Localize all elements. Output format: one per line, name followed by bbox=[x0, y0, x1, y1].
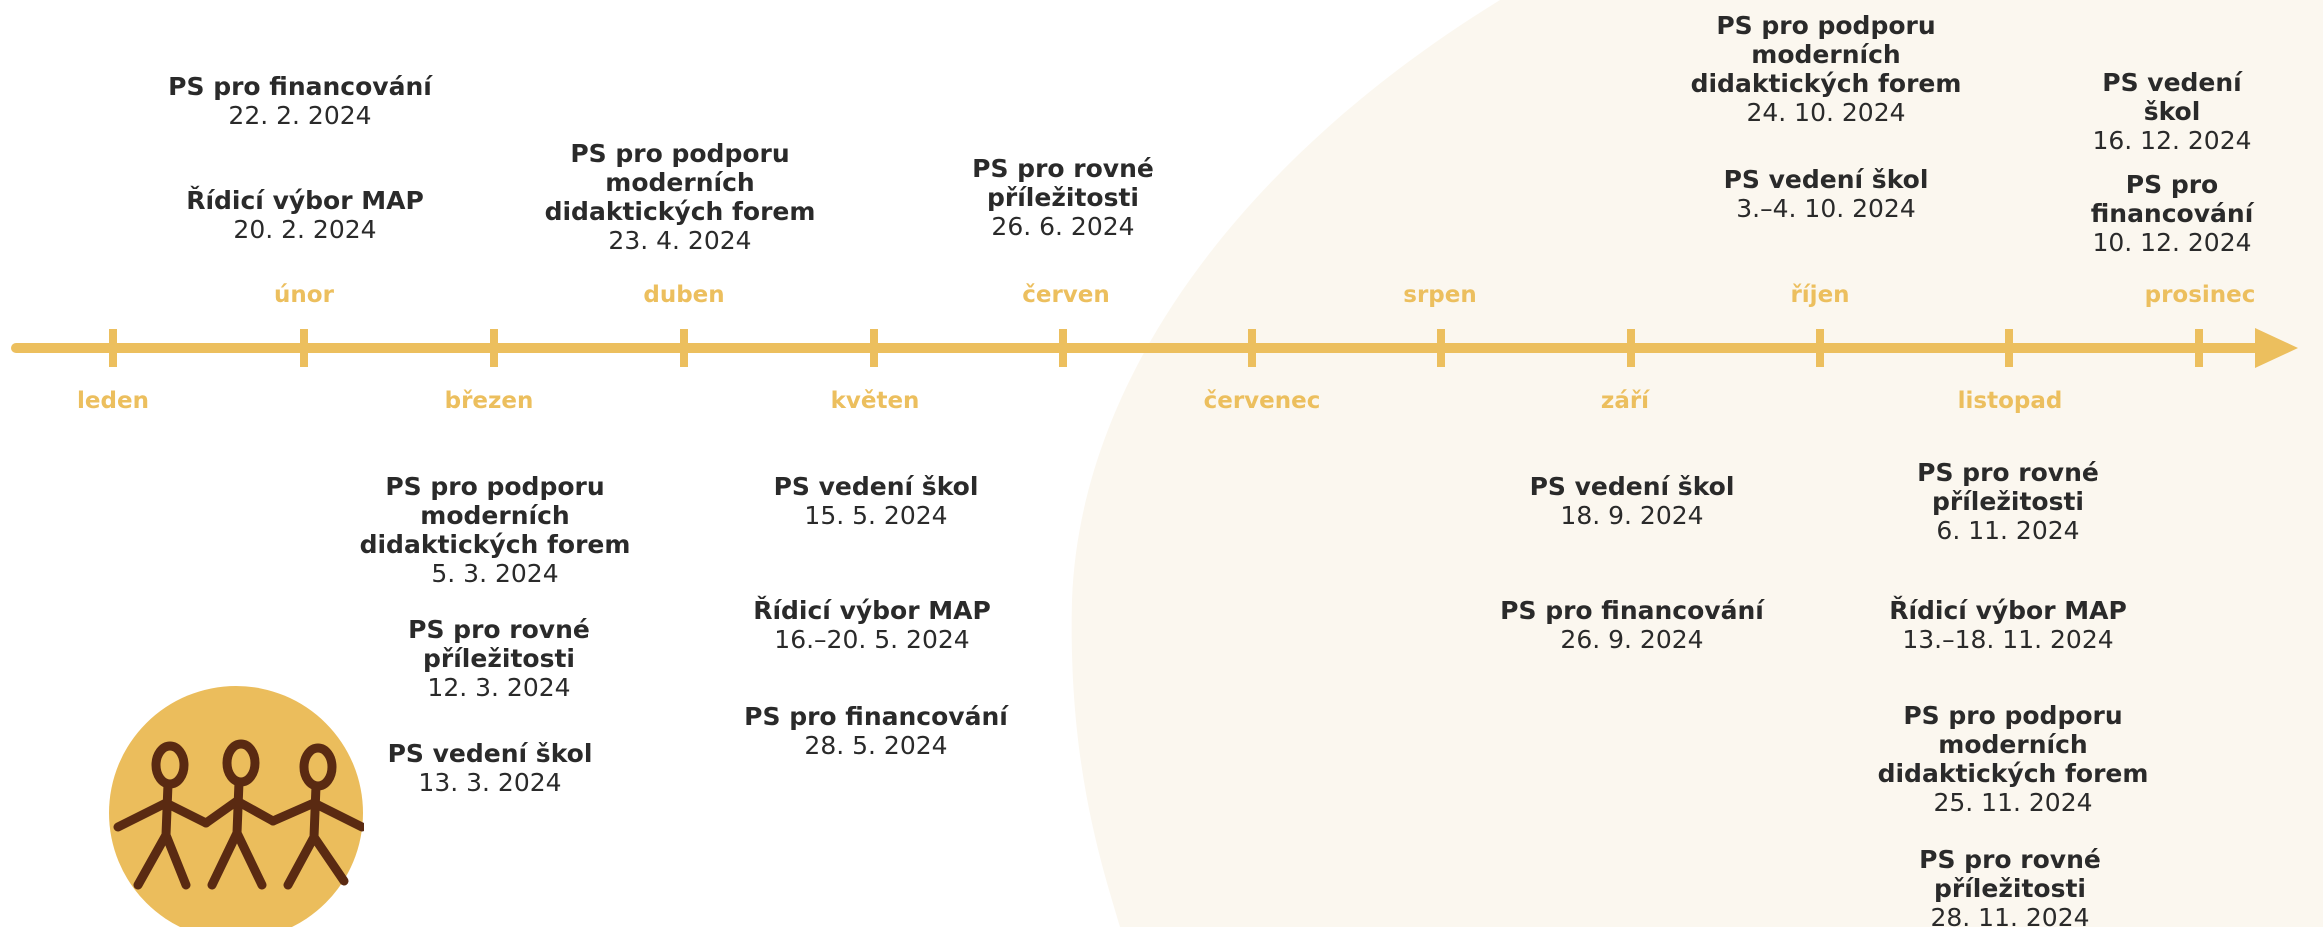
event-date: 10. 12. 2024 bbox=[2092, 228, 2252, 257]
event-above-6: PS vedení škol 3.–4. 10. 2024 bbox=[1724, 165, 1929, 223]
event-title: PS pro rovné příležitosti bbox=[1919, 845, 2101, 903]
event-below-7: PS vedení škol 18. 9. 2024 bbox=[1530, 472, 1735, 530]
event-date: 6. 11. 2024 bbox=[1936, 516, 2080, 545]
event-title: PS pro financování bbox=[2090, 170, 2254, 228]
event-date: 16. 12. 2024 bbox=[2092, 126, 2252, 155]
month-label-kveten: květen bbox=[830, 388, 920, 414]
event-title: PS pro podporu moderních didaktických fo… bbox=[359, 472, 631, 559]
event-title: PS vedení škol bbox=[1529, 472, 1735, 501]
timeline-arrowhead bbox=[2255, 328, 2298, 368]
event-title: PS pro podporu moderních didaktických fo… bbox=[544, 139, 816, 226]
event-date: 25. 11. 2024 bbox=[1933, 788, 2093, 817]
event-date: 15. 5. 2024 bbox=[804, 501, 948, 530]
month-label-listopad: listopad bbox=[1957, 388, 2063, 414]
event-title: PS pro rovné příležitosti bbox=[408, 615, 590, 673]
month-label-leden: leden bbox=[77, 388, 149, 414]
event-date: 26. 6. 2024 bbox=[991, 212, 1135, 241]
event-below-4: PS vedení škol 15. 5. 2024 bbox=[774, 472, 979, 530]
event-below-10: Řídicí výbor MAP 13.–18. 11. 2024 bbox=[1889, 596, 2127, 654]
event-date: 26. 9. 2024 bbox=[1560, 625, 1704, 654]
event-above-2: Řídicí výbor MAP 20. 2. 2024 bbox=[186, 186, 424, 244]
month-label-srpen: srpen bbox=[1403, 282, 1477, 308]
background-curve bbox=[1071, 0, 2323, 927]
event-title: PS vedení škol bbox=[773, 472, 979, 501]
event-date: 12. 3. 2024 bbox=[427, 673, 571, 702]
event-below-5: Řídicí výbor MAP 16.–20. 5. 2024 bbox=[753, 596, 991, 654]
month-label-rijen: říjen bbox=[1790, 282, 1850, 308]
event-title: PS pro podporu moderních didaktických fo… bbox=[1690, 11, 1962, 98]
event-below-1: PS pro podporu moderních didaktických fo… bbox=[360, 472, 631, 588]
event-title: PS pro podporu moderních didaktických fo… bbox=[1877, 701, 2149, 788]
event-title: PS pro financování bbox=[744, 702, 1008, 731]
month-label-cerven: červen bbox=[1022, 282, 1110, 308]
event-above-4: PS pro rovné příležitosti 26. 6. 2024 bbox=[972, 154, 1154, 241]
event-date: 24. 10. 2024 bbox=[1746, 98, 1906, 127]
month-label-cervenec: červenec bbox=[1203, 388, 1321, 414]
event-below-3: PS vedení škol 13. 3. 2024 bbox=[388, 739, 593, 797]
event-date: 22. 2. 2024 bbox=[228, 101, 372, 130]
event-below-8: PS pro financování 26. 9. 2024 bbox=[1500, 596, 1764, 654]
figures-icon bbox=[113, 739, 364, 890]
month-label-duben: duben bbox=[643, 282, 725, 308]
event-title: Řídicí výbor MAP bbox=[753, 596, 991, 625]
event-date: 18. 9. 2024 bbox=[1560, 501, 1704, 530]
month-label-brezen: březen bbox=[444, 388, 534, 414]
month-label-prosinec: prosinec bbox=[2144, 282, 2256, 308]
event-title: PS vedení škol bbox=[2102, 68, 2242, 126]
event-below-6: PS pro financování 28. 5. 2024 bbox=[744, 702, 1008, 760]
event-below-9: PS pro rovné příležitosti 6. 11. 2024 bbox=[1917, 458, 2099, 545]
event-title: PS vedení škol bbox=[387, 739, 593, 768]
event-above-8: PS pro financování 10. 12. 2024 bbox=[2091, 170, 2254, 257]
event-date: 16.–20. 5. 2024 bbox=[774, 625, 970, 654]
event-title: PS pro rovné příležitosti bbox=[1917, 458, 2099, 516]
event-date: 23. 4. 2024 bbox=[608, 226, 752, 255]
event-title: Řídicí výbor MAP bbox=[186, 186, 424, 215]
event-date: 28. 11. 2024 bbox=[1930, 903, 2090, 932]
people-holding-hands-logo bbox=[109, 686, 364, 927]
event-date: 5. 3. 2024 bbox=[431, 559, 559, 588]
event-below-2: PS pro rovné příležitosti 12. 3. 2024 bbox=[408, 615, 590, 702]
timeline-ticks bbox=[109, 329, 2203, 367]
event-below-12: PS pro rovné příležitosti 28. 11. 2024 bbox=[1919, 845, 2101, 932]
event-date: 20. 2. 2024 bbox=[233, 215, 377, 244]
event-above-3: PS pro podporu moderních didaktických fo… bbox=[545, 139, 816, 255]
event-title: PS pro financování bbox=[1500, 596, 1764, 625]
event-title: PS pro financování bbox=[168, 72, 432, 101]
month-label-unor: únor bbox=[274, 282, 334, 308]
event-title: PS pro rovné příležitosti bbox=[972, 154, 1154, 212]
month-label-zari: září bbox=[1600, 388, 1650, 414]
event-date: 3.–4. 10. 2024 bbox=[1736, 194, 1916, 223]
event-title: Řídicí výbor MAP bbox=[1889, 596, 2127, 625]
event-above-7: PS vedení škol 16. 12. 2024 bbox=[2092, 68, 2251, 155]
event-date: 13. 3. 2024 bbox=[418, 768, 562, 797]
event-above-5: PS pro podporu moderních didaktických fo… bbox=[1691, 11, 1962, 127]
event-title: PS vedení škol bbox=[1723, 165, 1929, 194]
event-date: 28. 5. 2024 bbox=[804, 731, 948, 760]
event-below-11: PS pro podporu moderních didaktických fo… bbox=[1878, 701, 2149, 817]
event-date: 13.–18. 11. 2024 bbox=[1902, 625, 2114, 654]
event-above-1: PS pro financování 22. 2. 2024 bbox=[168, 72, 432, 130]
